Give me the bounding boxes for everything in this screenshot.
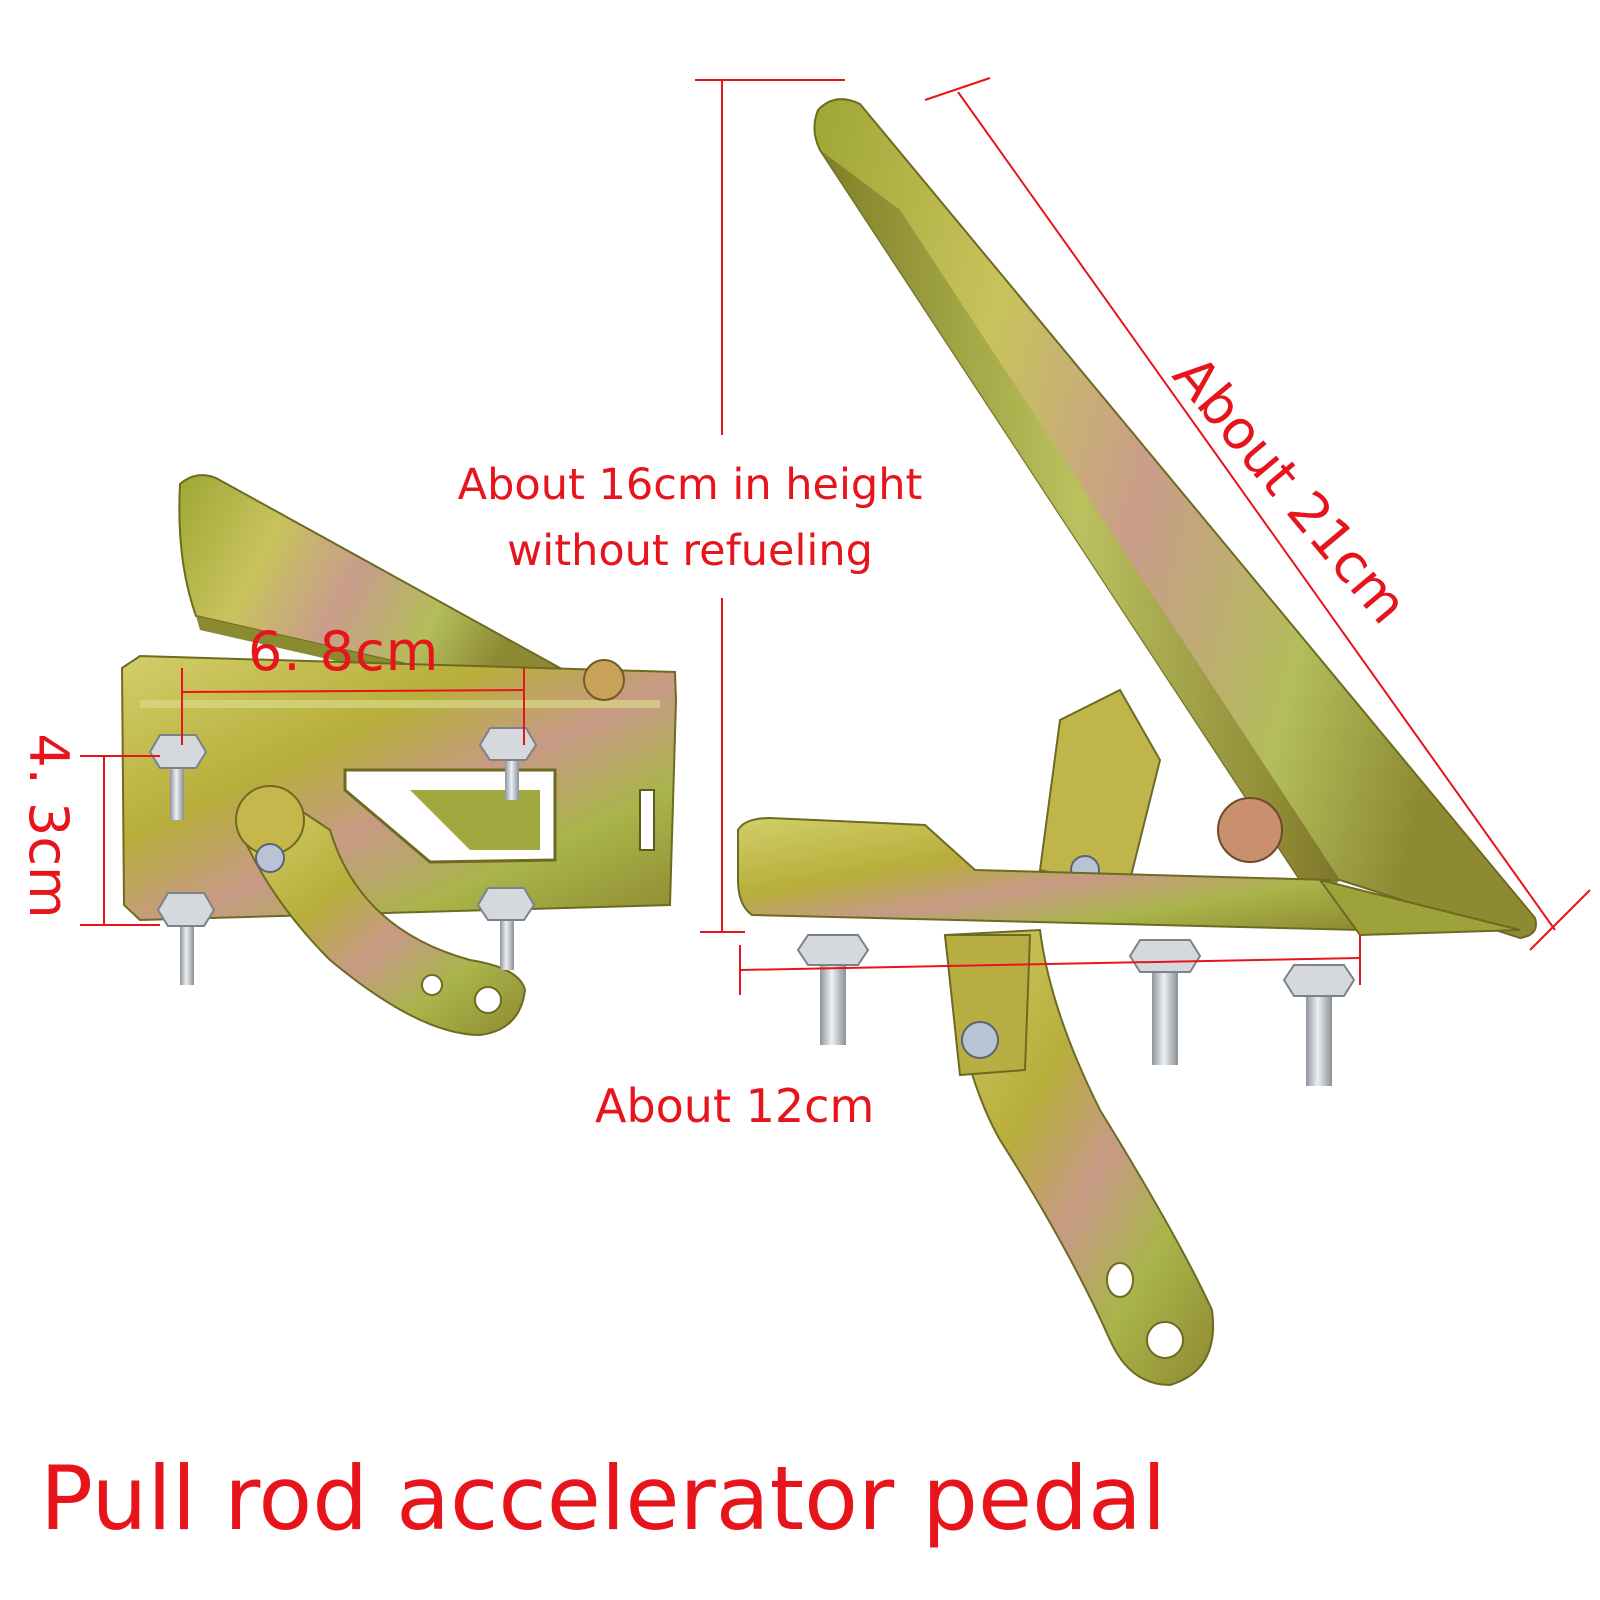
base-length-annotation: About 12cm <box>595 1079 875 1133</box>
large-pedal-plate <box>813 98 1537 940</box>
height-annotation-line1: About 16cm in height <box>457 460 923 510</box>
product-caption: Pull rod accelerator pedal <box>40 1447 1167 1550</box>
small-bolts <box>148 727 538 985</box>
base-dimension-line <box>739 957 1361 971</box>
large-base-plate <box>737 816 1362 932</box>
small-pedal-assembly <box>120 474 678 1037</box>
height-annotation-line2: without refueling <box>507 526 873 576</box>
height-annotation: About 16cm in height without refueling <box>420 452 960 584</box>
small-pedal-plate <box>178 474 563 692</box>
width-dimension-line <box>181 689 525 693</box>
mount-height-annotation: 4. 3cm <box>17 733 80 919</box>
mount-width-annotation: 6. 8cm <box>248 620 440 683</box>
large-pedal-assembly <box>737 98 1537 1387</box>
length-dimension-line <box>957 91 1556 931</box>
large-bolts <box>796 934 1356 1086</box>
small-pull-arm <box>238 808 527 1037</box>
dimension-lines <box>80 77 1591 995</box>
